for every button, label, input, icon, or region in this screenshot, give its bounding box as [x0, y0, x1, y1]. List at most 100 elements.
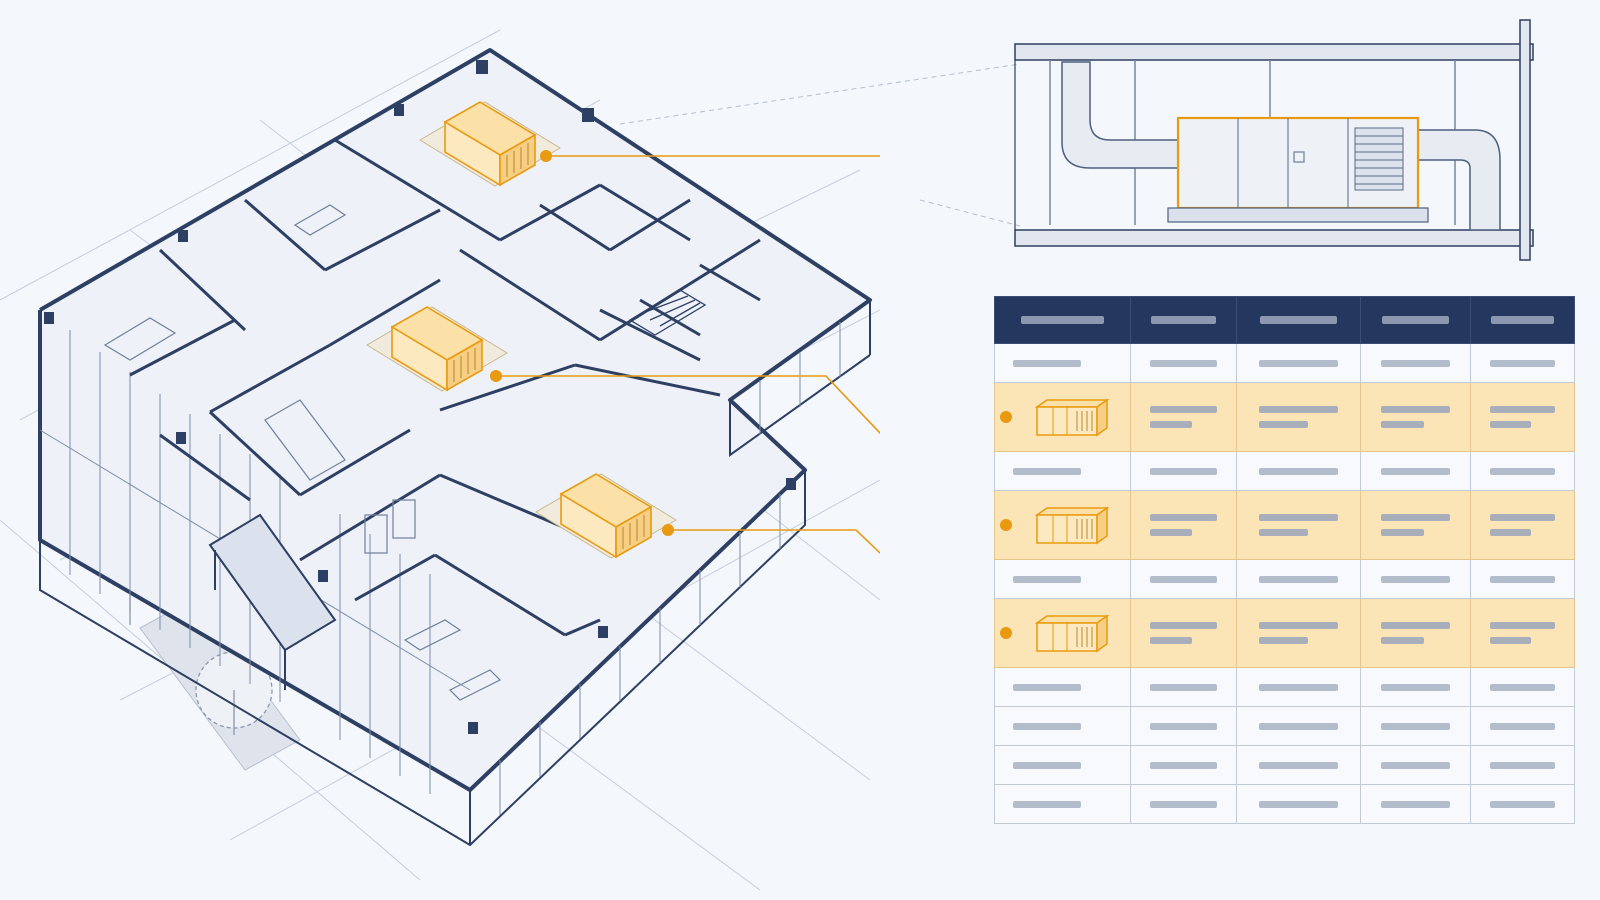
cell-placeholder — [1489, 622, 1556, 629]
cell-placeholder — [1259, 514, 1338, 521]
cell-placeholder — [1380, 637, 1425, 644]
table-cell — [1130, 490, 1237, 560]
ahu-panels — [1237, 118, 1349, 208]
table-header-cell — [1470, 296, 1575, 344]
cell-placeholder — [1013, 359, 1081, 367]
cell-placeholder — [1489, 637, 1531, 644]
table-cell — [994, 706, 1131, 746]
cell-placeholder — [1259, 800, 1338, 808]
table-cell — [1236, 490, 1361, 560]
cell-placeholder — [1489, 800, 1556, 808]
cell-placeholder — [1149, 529, 1192, 536]
rooftop-air-handling-unit-icon — [535, 473, 677, 559]
ahu-section-detail — [619, 19, 1534, 261]
detail-leader-lines — [619, 63, 1021, 227]
table-cell — [1236, 559, 1361, 599]
table-cell — [1360, 559, 1471, 599]
cell-placeholder — [1489, 421, 1531, 428]
orange-dot-icon — [1000, 627, 1012, 639]
table-cell — [1236, 667, 1361, 707]
table-cell — [1360, 343, 1471, 383]
table-cell — [994, 784, 1131, 824]
table-row — [994, 559, 1575, 599]
table-cell — [1470, 343, 1575, 383]
ahu-base-frame — [1167, 207, 1429, 223]
cell-placeholder — [1149, 622, 1218, 629]
cell-placeholder — [1489, 683, 1556, 691]
cell-placeholder — [1149, 421, 1192, 428]
table-header-cell — [1236, 296, 1361, 344]
table-cell — [1236, 745, 1361, 785]
table-row — [994, 784, 1575, 824]
table-cell — [1360, 667, 1471, 707]
cell-placeholder — [1259, 622, 1338, 629]
interior-walls — [129, 138, 761, 637]
floor-slab — [1014, 229, 1534, 247]
cell-placeholder — [1259, 359, 1338, 367]
cell-placeholder — [1149, 800, 1218, 808]
cell-placeholder — [1259, 761, 1338, 769]
table-row — [994, 706, 1575, 746]
cell-placeholder — [1380, 575, 1451, 583]
table-cell — [994, 598, 1131, 668]
table-row-highlighted — [994, 490, 1575, 560]
cell-placeholder — [1013, 575, 1081, 583]
table-cell — [1130, 745, 1237, 785]
structural-columns — [44, 60, 796, 734]
cell-placeholder — [1013, 761, 1081, 769]
table-cell — [1130, 559, 1237, 599]
table-cell — [1470, 559, 1575, 599]
return-duct — [1409, 129, 1501, 231]
cell-placeholder — [1489, 722, 1556, 730]
table-cell — [1236, 598, 1361, 668]
table-cell — [994, 745, 1131, 785]
table-row — [994, 451, 1575, 491]
table-cell — [1360, 745, 1471, 785]
curtain-wall-base — [39, 300, 871, 847]
table-row — [994, 343, 1575, 383]
rooftop-air-handling-unit-icon — [366, 306, 508, 392]
cell-placeholder — [1149, 359, 1218, 367]
cell-placeholder — [1380, 683, 1451, 691]
orange-dot-icon — [1000, 411, 1012, 423]
table-cell — [1130, 706, 1237, 746]
stair — [628, 289, 707, 336]
cell-placeholder — [1149, 406, 1218, 413]
table-cell — [1236, 343, 1361, 383]
cell-placeholder — [1380, 529, 1425, 536]
table-cell — [1470, 598, 1575, 668]
isometric-floor-plan — [0, 29, 880, 891]
cell-placeholder — [1259, 406, 1338, 413]
office-furniture — [103, 204, 502, 701]
table-header-cell — [1130, 296, 1237, 344]
table-cell — [1130, 667, 1237, 707]
table-cell — [1236, 451, 1361, 491]
orange-dot-icon — [490, 150, 674, 536]
rooftop-air-handling-unit-icon — [419, 101, 561, 187]
table-cell — [1360, 451, 1471, 491]
table-cell — [1360, 598, 1471, 668]
cell-placeholder — [1489, 514, 1556, 521]
cell-placeholder — [1259, 421, 1309, 428]
table-cell — [1130, 598, 1237, 668]
callout-leaders — [496, 155, 880, 555]
cell-placeholder — [1489, 467, 1556, 475]
cell-placeholder — [1259, 529, 1309, 536]
table-cell — [1130, 382, 1237, 452]
cell-placeholder — [1149, 575, 1218, 583]
rooftop-air-handling-unit-icon — [1034, 398, 1110, 437]
cell-placeholder — [1013, 467, 1081, 475]
rooftop-air-handling-unit-icon — [1034, 506, 1110, 545]
table-cell — [1236, 706, 1361, 746]
table-row-highlighted — [994, 598, 1575, 668]
column-section — [1519, 19, 1531, 261]
table-cell — [1470, 745, 1575, 785]
rooftop-units — [366, 101, 677, 559]
cell-placeholder — [1259, 683, 1338, 691]
rooftop-air-handling-unit-icon — [1034, 614, 1110, 653]
cell-placeholder — [1380, 359, 1451, 367]
table-row-highlighted — [994, 382, 1575, 452]
table-cell — [1470, 451, 1575, 491]
cell-placeholder — [1380, 800, 1451, 808]
